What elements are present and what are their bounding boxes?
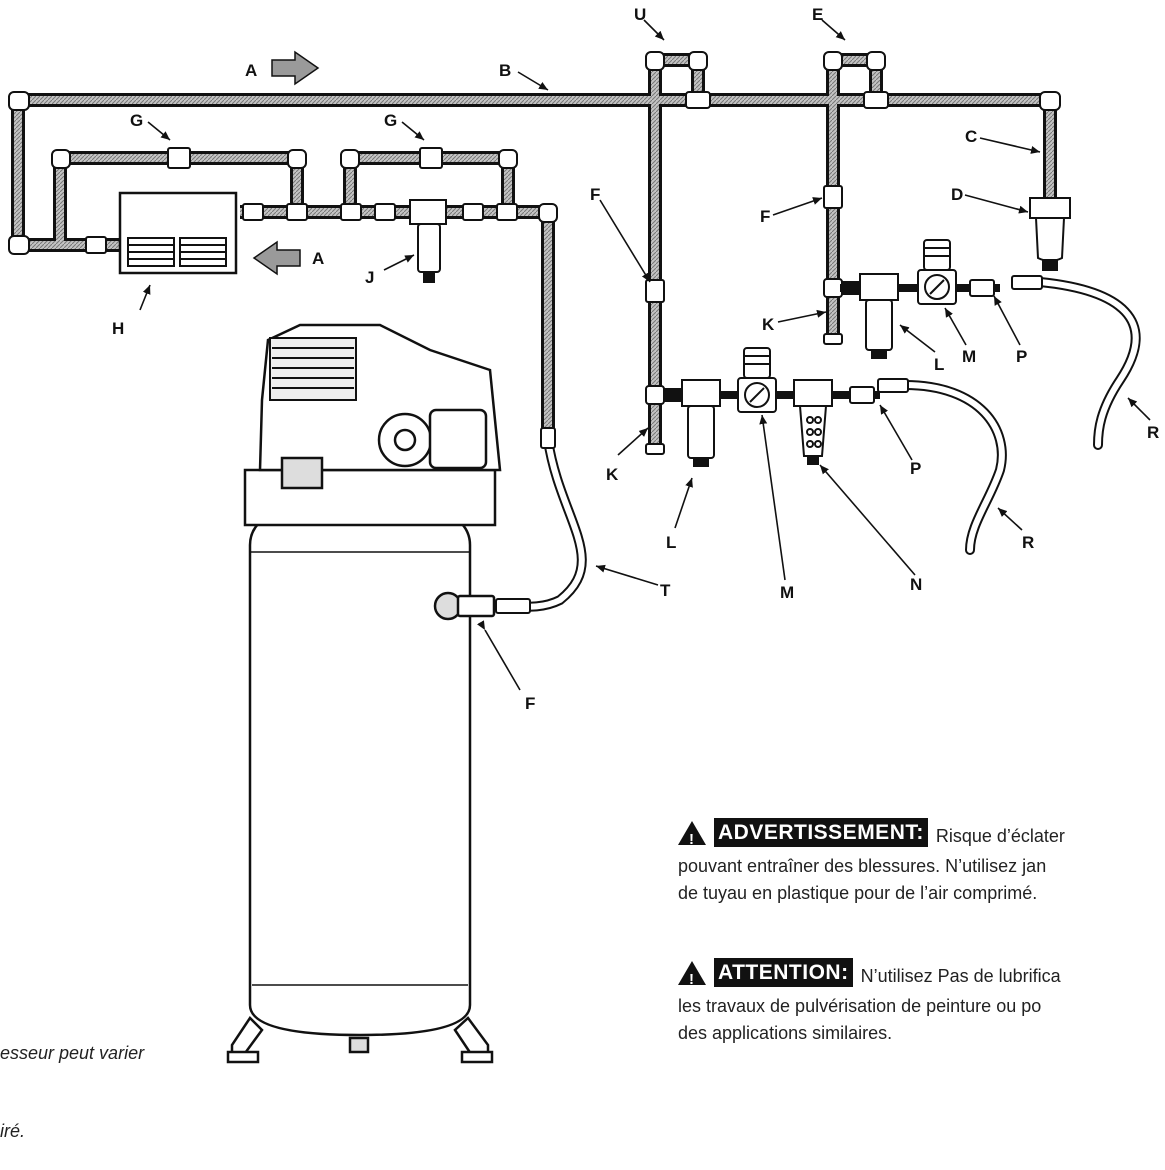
- filter-d: [1029, 197, 1071, 271]
- warning-tag: ADVERTISSEMENT:: [714, 818, 928, 847]
- warning-line-3: de tuyau en plastique pour de l’air comp…: [678, 882, 1038, 903]
- label-c: C: [965, 127, 977, 146]
- label-b: B: [499, 61, 511, 80]
- warning-block: ADVERTISSEMENT: Risque d’éclater pouvant…: [678, 818, 1165, 907]
- footnote-line-1: esseur peut varier: [0, 1043, 145, 1063]
- label-n: N: [910, 575, 922, 594]
- label-j: J: [365, 268, 374, 287]
- warning-line-1: Risque d’éclater: [935, 826, 1065, 846]
- label-r-middle: R: [1022, 533, 1034, 552]
- caution-triangle-icon: [678, 960, 706, 993]
- frl-upper: [840, 239, 1000, 359]
- label-t: T: [660, 581, 671, 600]
- air-compressor: [226, 323, 502, 1064]
- label-l-upper: L: [934, 355, 944, 374]
- label-m-lower: M: [780, 583, 794, 602]
- flow-arrow-unit: [252, 240, 301, 276]
- caution-tag: ATTENTION:: [714, 958, 853, 987]
- label-r-right: R: [1147, 423, 1159, 442]
- filter-j: [409, 199, 447, 283]
- caution-line-2: les travaux de pulvérisation de peinture…: [678, 995, 1042, 1016]
- aftercooler-unit-h: [118, 191, 238, 275]
- caution-line-1: N’utilisez Pas de lubrifica: [860, 966, 1061, 986]
- label-k-lower: K: [606, 465, 619, 484]
- label-e: E: [812, 5, 823, 24]
- frl-lower: [664, 347, 880, 467]
- flow-arrow-top: [271, 50, 320, 86]
- warning-line-2: pouvant entraîner des blessures. N’utili…: [678, 855, 1047, 876]
- footnote: esseur peut varier iré.: [0, 988, 144, 1170]
- caution-line-3: des applications similaires.: [678, 1022, 893, 1043]
- label-l-lower: L: [666, 533, 676, 552]
- label-p-lower: P: [910, 459, 921, 478]
- label-f-tank: F: [525, 694, 535, 713]
- label-p-upper: P: [1016, 347, 1027, 366]
- footnote-line-2: iré.: [0, 1121, 26, 1141]
- label-f-left: F: [590, 185, 600, 204]
- label-u: U: [634, 5, 646, 24]
- callout-labels: A A B C D E F F F G G H J K K L L M M N …: [112, 5, 1159, 713]
- label-m-upper: M: [962, 347, 976, 366]
- hose-couplers: [495, 275, 1043, 614]
- label-a-unit: A: [312, 249, 324, 268]
- label-g-left: G: [130, 111, 143, 130]
- hoses: [490, 277, 1141, 612]
- label-k-upper: K: [762, 315, 775, 334]
- caution-block: ATTENTION: N’utilisez Pas de lubrifica l…: [678, 958, 1165, 1047]
- label-a-top: A: [245, 61, 257, 80]
- leader-lines: [139, 19, 1151, 691]
- warning-triangle-icon: [678, 820, 706, 853]
- label-d: D: [951, 185, 963, 204]
- label-h: H: [112, 319, 124, 338]
- air-distribution-diagram: A A B C D E F F F G G H J K K L L M M N …: [8, 5, 1159, 1064]
- label-g-right: G: [384, 111, 397, 130]
- pipe-network: [8, 51, 1061, 455]
- label-f-right: F: [760, 207, 770, 226]
